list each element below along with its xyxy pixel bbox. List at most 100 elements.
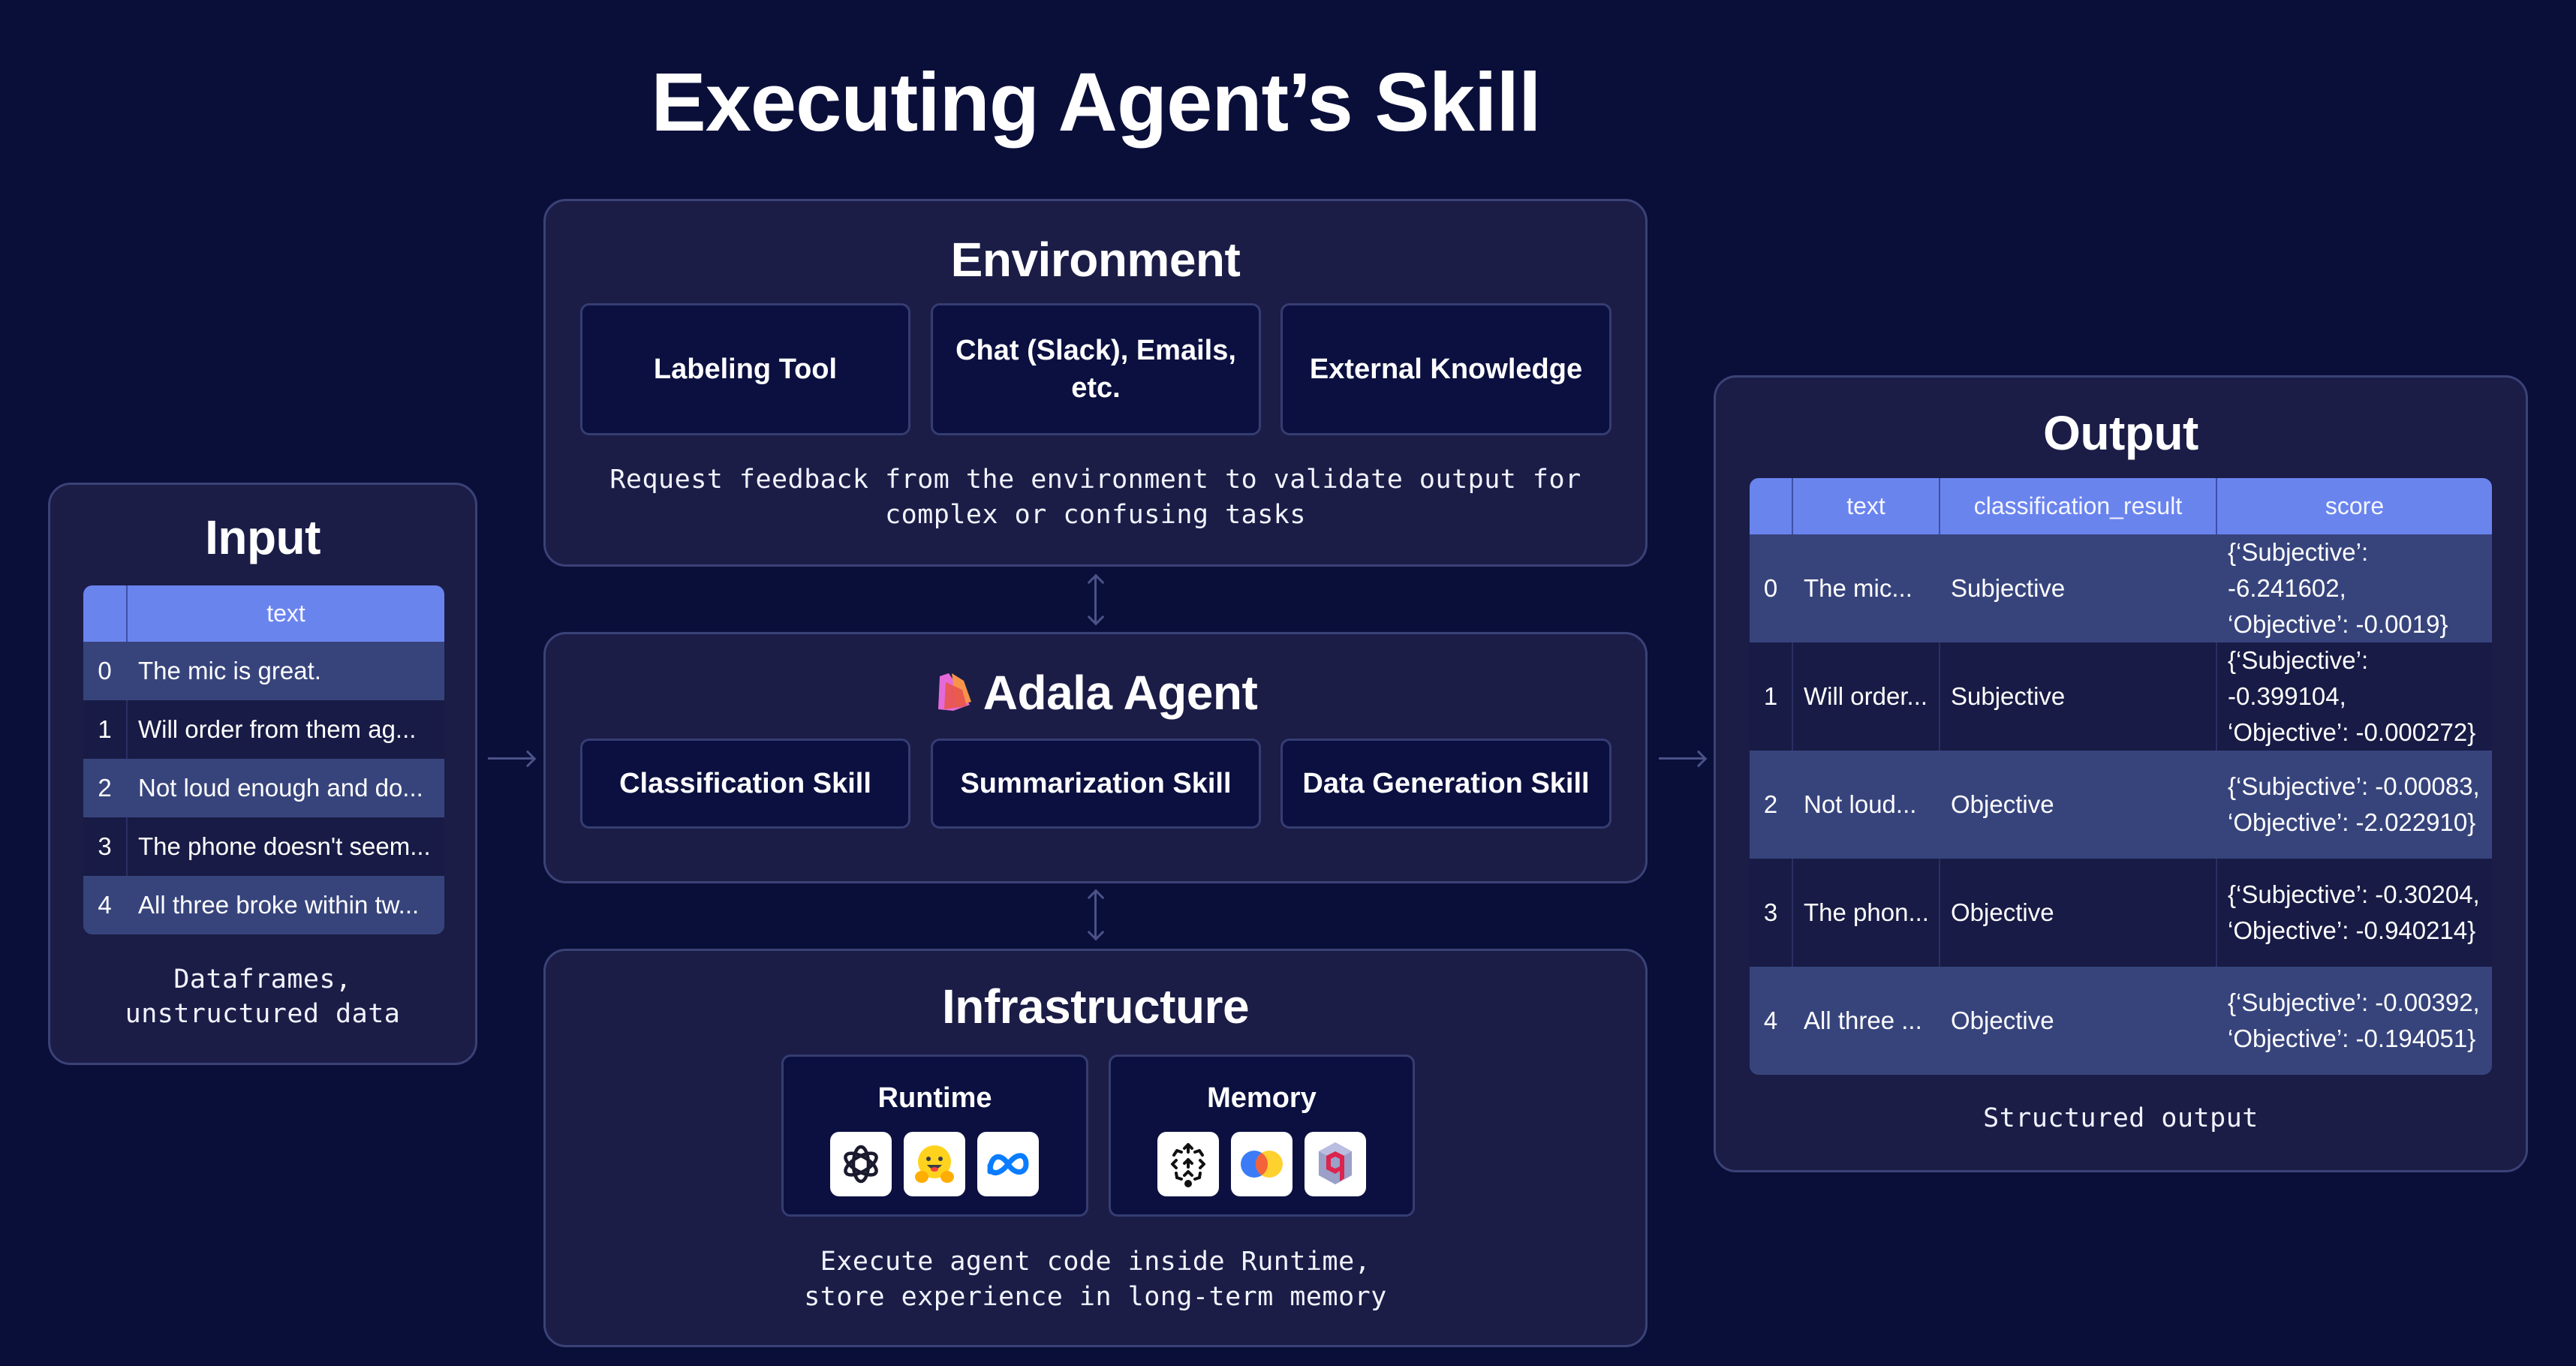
score-line2: ‘Objective’: -0.940214} bbox=[2228, 916, 2476, 944]
input-panel: Input text 0 The mic is great. 1 Will or… bbox=[48, 483, 477, 1065]
row-classification: Subjective bbox=[1939, 534, 2216, 642]
table-row: 3 The phon... Objective {‘Subjective’: -… bbox=[1750, 859, 2492, 967]
environment-panel: Environment Labeling Tool Chat (Slack), … bbox=[543, 199, 1648, 567]
skill-data-generation[interactable]: Data Generation Skill bbox=[1280, 739, 1612, 829]
output-panel: Output text classification_result score … bbox=[1714, 375, 2528, 1172]
row-classification: Subjective bbox=[1939, 642, 2216, 751]
row-text: The phone doesn't seem... bbox=[126, 817, 444, 876]
skill-label: Data Generation Skill bbox=[1302, 768, 1590, 799]
row-classification: Objective bbox=[1939, 751, 2216, 859]
score-line2: ‘Objective’: -0.000272} bbox=[2228, 718, 2476, 746]
table-row: 4 All three ... Objective {‘Subjective’:… bbox=[1750, 967, 2492, 1075]
output-title: Output bbox=[2043, 406, 2198, 460]
output-caption: Structured output bbox=[1983, 1103, 2259, 1133]
row-text: All three ... bbox=[1792, 967, 1939, 1075]
row-index: 4 bbox=[83, 876, 126, 934]
score-line2: ‘Objective’: -0.194051} bbox=[2228, 1024, 2476, 1052]
row-index: 1 bbox=[1750, 642, 1792, 751]
row-classification: Objective bbox=[1939, 859, 2216, 967]
score-line1: {‘Subjective’: -0.399104, bbox=[2228, 646, 2369, 710]
row-score: {‘Subjective’: -0.30204, ‘Objective’: -0.… bbox=[2216, 859, 2492, 967]
infrastructure-caption-line1: Execute agent code inside Runtime, bbox=[820, 1247, 1371, 1277]
agent-title: Adala Agent bbox=[983, 666, 1258, 720]
row-score: {‘Subjective’: -0.00392,‘Objective’: -0.… bbox=[2216, 967, 2492, 1075]
runtime-label: Runtime bbox=[877, 1082, 992, 1114]
arrow-down-head-icon bbox=[1087, 923, 1105, 941]
meta-icon bbox=[977, 1132, 1039, 1196]
arrow-input-to-agent bbox=[488, 757, 534, 760]
table-row: 2 Not loud... Objective {‘Subjective’: -… bbox=[1750, 751, 2492, 859]
row-text: Will order from them ag... bbox=[126, 700, 444, 759]
overlapping-circles-icon bbox=[1231, 1132, 1293, 1196]
score-line1: {‘Subjective’: -0.30204, bbox=[2228, 880, 2480, 908]
arrow-agent-infrastructure bbox=[1094, 892, 1097, 938]
arrow-down-head-icon bbox=[1087, 608, 1105, 626]
output-index-header bbox=[1750, 478, 1792, 534]
environment-labeling-tool[interactable]: Labeling Tool bbox=[580, 303, 910, 435]
score-line1: {‘Subjective’: -6.241602, bbox=[2228, 538, 2369, 602]
agent-title-row: Adala Agent bbox=[546, 661, 1645, 724]
arrow-head-icon bbox=[519, 750, 537, 768]
skill-summarization[interactable]: Summarization Skill bbox=[931, 739, 1261, 829]
infrastructure-caption-line2: store experience in long-term memory bbox=[804, 1282, 1387, 1312]
input-table: text 0 The mic is great. 1 Will order fr… bbox=[83, 585, 444, 934]
output-table: text classification_result score 0 The m… bbox=[1750, 478, 2492, 1075]
row-index: 3 bbox=[1750, 859, 1792, 967]
table-row: 0 The mic... Subjective {‘Subjective’: -… bbox=[1750, 534, 2492, 642]
row-score: {‘Subjective’: -0.00083, ‘Objective’: -2.… bbox=[2216, 751, 2492, 859]
environment-chat-emails[interactable]: Chat (Slack), Emails, etc. bbox=[931, 303, 1261, 435]
environment-external-knowledge[interactable]: External Knowledge bbox=[1280, 303, 1612, 435]
row-text: The mic is great. bbox=[126, 642, 444, 700]
environment-caption-line1: Request feedback from the environment to… bbox=[609, 465, 1581, 495]
skill-label: Classification Skill bbox=[619, 768, 871, 799]
skill-label: Summarization Skill bbox=[960, 768, 1232, 799]
infrastructure-title: Infrastructure bbox=[941, 979, 1250, 1034]
row-text: The phon... bbox=[1792, 859, 1939, 967]
output-score-header: score bbox=[2216, 478, 2492, 534]
row-score: {‘Subjective’: -0.399104, ‘Objective’: -0… bbox=[2216, 642, 2492, 751]
skill-classification[interactable]: Classification Skill bbox=[580, 739, 910, 829]
output-text-header: text bbox=[1792, 478, 1939, 534]
row-index: 0 bbox=[1750, 534, 1792, 642]
output-classification-header: classification_result bbox=[1939, 478, 2216, 534]
openai-icon bbox=[830, 1132, 892, 1196]
arrow-up-head-icon bbox=[1087, 573, 1105, 591]
memory-label: Memory bbox=[1207, 1082, 1317, 1114]
score-line2: ‘Objective’: -2.022910} bbox=[2228, 808, 2476, 836]
arrow-up-head-icon bbox=[1087, 889, 1105, 907]
huggingface-icon bbox=[904, 1132, 965, 1196]
memory-box: Memory bbox=[1109, 1055, 1415, 1217]
row-text: Will order... bbox=[1792, 642, 1939, 751]
arrow-agent-to-output bbox=[1659, 757, 1705, 760]
row-index: 0 bbox=[83, 642, 126, 700]
infrastructure-panel: Infrastructure Runtime bbox=[543, 949, 1648, 1347]
table-row: 3 The phone doesn't seem... bbox=[83, 817, 444, 876]
input-text-header: text bbox=[126, 585, 444, 642]
agent-panel: Adala Agent Classification Skill Summari… bbox=[543, 632, 1648, 883]
runtime-box: Runtime bbox=[781, 1055, 1088, 1217]
row-index: 4 bbox=[1750, 967, 1792, 1075]
score-line1: {‘Subjective’: -0.00083, bbox=[2228, 772, 2480, 800]
card-label: Labeling Tool bbox=[653, 354, 838, 385]
row-score: {‘Subjective’: -6.241602, ‘Objective’: -0… bbox=[2216, 534, 2492, 642]
row-index: 2 bbox=[1750, 751, 1792, 859]
row-text: The mic... bbox=[1792, 534, 1939, 642]
table-row: 1 Will order... Subjective {‘Subjective’… bbox=[1750, 642, 2492, 751]
adala-logo-icon bbox=[937, 673, 971, 711]
environment-caption-line2: complex or confusing tasks bbox=[885, 500, 1306, 530]
score-line2: ‘Objective’: -0.0019} bbox=[2228, 610, 2448, 638]
input-title: Input bbox=[205, 510, 320, 564]
row-index: 1 bbox=[83, 700, 126, 759]
card-label: External Knowledge bbox=[1309, 354, 1583, 385]
row-index: 3 bbox=[83, 817, 126, 876]
table-row: 1 Will order from them ag... bbox=[83, 700, 444, 759]
row-classification: Objective bbox=[1939, 967, 2216, 1075]
arrow-head-icon bbox=[1690, 750, 1708, 768]
arrows-cluster-icon bbox=[1157, 1132, 1219, 1196]
input-caption-line1: Dataframes, bbox=[173, 964, 352, 994]
card-label-line2: etc. bbox=[1071, 372, 1121, 404]
arrow-environment-agent bbox=[1094, 576, 1097, 623]
input-index-header bbox=[83, 585, 126, 642]
row-text: All three broke within tw... bbox=[126, 876, 444, 934]
environment-title: Environment bbox=[950, 233, 1241, 287]
